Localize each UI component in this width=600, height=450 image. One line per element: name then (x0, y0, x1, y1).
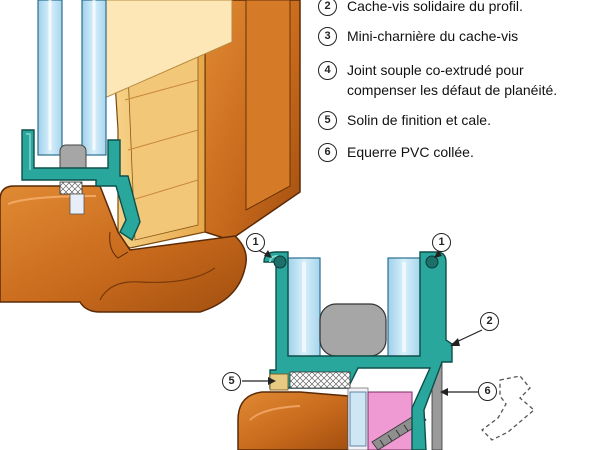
legend-text: Mini-charnière du cache-vis (347, 26, 599, 46)
callout-number: 1 (246, 233, 265, 252)
callout-number: 1 (432, 233, 451, 252)
legend-text-line: Solin de finition et cale. (347, 112, 491, 128)
callout-number: 6 (478, 382, 497, 401)
legend-number: 3 (318, 27, 337, 46)
legend-item: 4 Joint souple co-extrudé pour compenser l… (318, 60, 599, 100)
callout-number: 2 (480, 312, 499, 331)
legend-item: 2 Cache-vis solidaire du profil. (318, 0, 599, 16)
legend-text-line: Joint souple co-extrudé pour (347, 62, 524, 78)
legend-text-line: Mini-charnière du cache-vis (347, 28, 519, 44)
callout-number: 5 (222, 372, 241, 391)
callout-arrowheads (264, 250, 460, 396)
section-pvc-profile (263, 251, 453, 450)
shim-hatched (289, 371, 351, 389)
legend-item: 6 Equerre PVC collée. (318, 142, 599, 162)
legend-number: 5 (318, 111, 337, 130)
legend-number: 2 (318, 0, 337, 16)
pvc-profile-perspective (21, 129, 141, 242)
wood-sill (0, 185, 247, 313)
legend-item: 5 Solin de finition et cale. (318, 110, 599, 130)
legend-number: 4 (318, 61, 337, 80)
section-view (237, 251, 536, 450)
legend-text-line: Cache-vis solidaire du profil. (347, 0, 523, 14)
section-gasket (319, 303, 387, 357)
legend-item: 3 Mini-charnière du cache-vis (318, 26, 599, 46)
legend-text-line: Equerre PVC collée. (347, 144, 474, 160)
section-wood-sill (237, 391, 349, 450)
legend-text: Cache-vis solidaire du profil. (347, 0, 599, 16)
legend-text: Joint souple co-extrudé pour compenser le… (347, 60, 599, 100)
legend-text: Solin de finition et cale. (347, 110, 599, 130)
legend-text: Equerre PVC collée. (347, 142, 599, 162)
perspective-view (0, 0, 301, 313)
legend-number: 6 (318, 143, 337, 162)
legend-text-line: compenser les défaut de planéité. (347, 82, 558, 98)
